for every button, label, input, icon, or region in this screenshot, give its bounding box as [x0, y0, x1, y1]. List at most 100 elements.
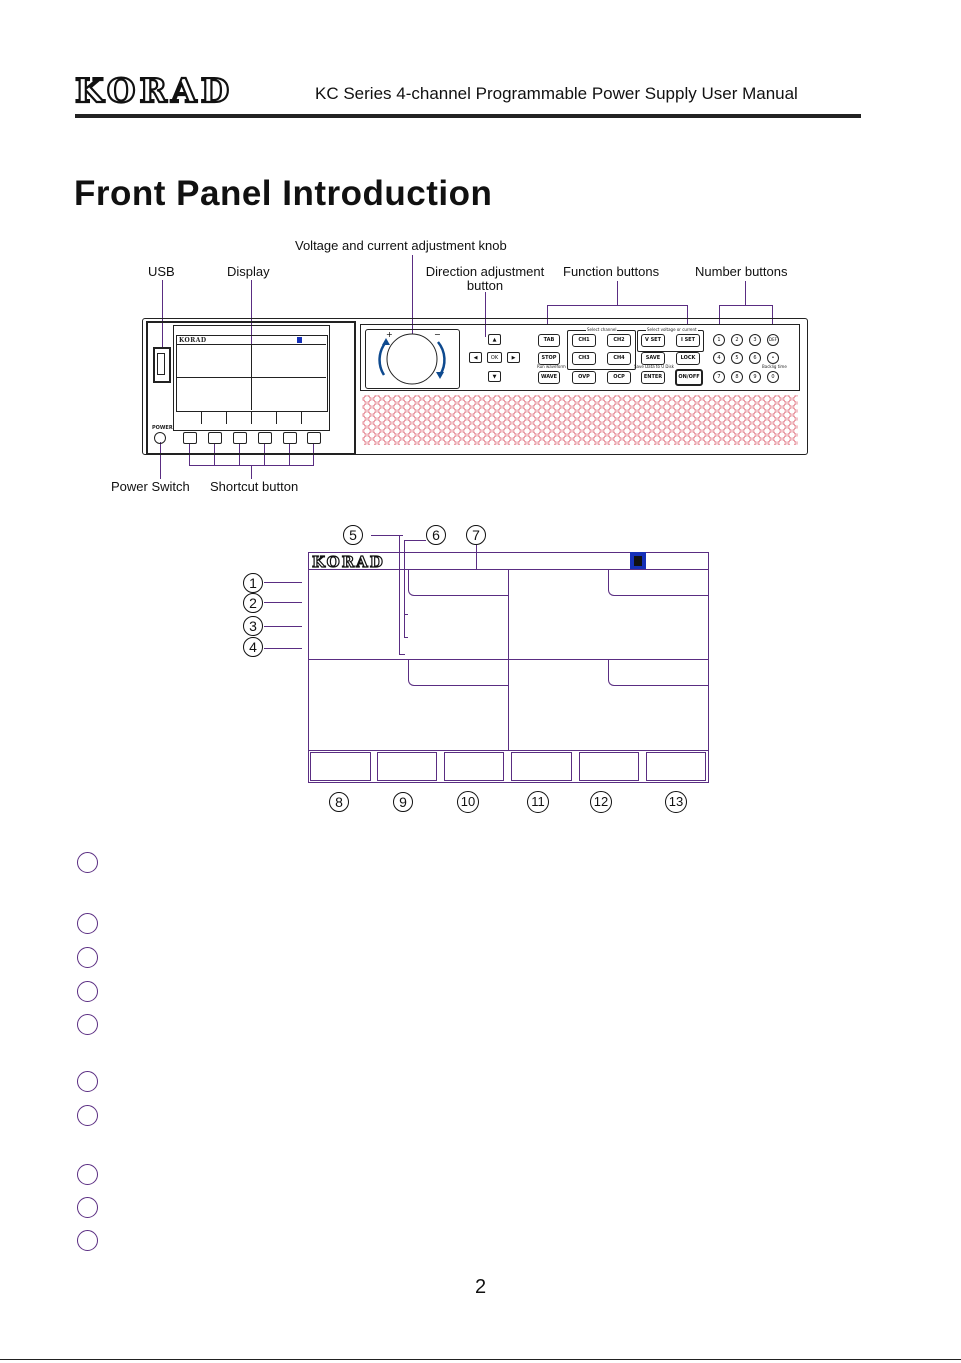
page-number: 2 [474, 1276, 487, 1298]
callout-direction: Direction adjustment button [418, 265, 552, 293]
decimal-button[interactable]: • [767, 352, 779, 364]
lock-button[interactable]: LOCK [676, 352, 700, 365]
softkey-2[interactable] [377, 752, 437, 781]
up-button[interactable]: ▲ [488, 334, 501, 345]
marker-6: 6 [426, 525, 446, 545]
marker-7: 7 [466, 525, 486, 545]
softkey-4[interactable] [511, 752, 572, 781]
callout-direction-line2: button [466, 278, 504, 293]
control-area [360, 324, 800, 391]
lcd-softkey-div-1 [201, 411, 202, 424]
down-button[interactable]: ▼ [488, 371, 501, 382]
front-panel [142, 318, 808, 455]
svg-text:+: + [386, 330, 393, 339]
marker-13: 13 [665, 791, 687, 813]
number-button-4[interactable]: 4 [713, 352, 725, 364]
def-button[interactable]: DEF [767, 334, 779, 346]
list-marker-4 [77, 981, 98, 1002]
lcd-center-rule [251, 344, 252, 410]
diagram-brand: KORAD [311, 552, 385, 571]
list-marker-7 [77, 1105, 98, 1126]
marker-8: 8 [329, 792, 349, 812]
ch2-button[interactable]: CH2 [607, 334, 631, 347]
marker-1: 1 [243, 573, 263, 593]
ch1-mode-tab [408, 570, 508, 596]
onoff-button[interactable]: ON/OFF [675, 369, 703, 386]
run-waveform-label: Run waveform [537, 364, 566, 369]
select-vi-label: Select voltage or current [646, 327, 698, 332]
ch3-button[interactable]: CH3 [572, 352, 596, 365]
ovp-button[interactable]: OVP [572, 371, 596, 384]
ch3-mode-tab [408, 660, 508, 686]
stop-button[interactable]: STOP [538, 352, 560, 365]
shortcut-button-4[interactable] [258, 432, 272, 444]
save-button[interactable]: SAVE [641, 352, 665, 365]
list-marker-8 [77, 1164, 98, 1185]
number-button-6[interactable]: 6 [749, 352, 761, 364]
list-marker-10 [77, 1230, 98, 1251]
ch4-button[interactable]: CH4 [607, 352, 631, 365]
vset-button[interactable]: V SET [641, 334, 665, 347]
list-marker-5 [77, 1014, 98, 1035]
right-button[interactable]: ▶ [507, 352, 520, 363]
function-leader-line [617, 281, 618, 305]
marker-9: 9 [393, 792, 413, 812]
marker-5-leader [371, 535, 403, 536]
function-bracket-left [547, 305, 548, 325]
marker-6-vertical [404, 540, 405, 638]
backlight-label: Backlig time [762, 364, 787, 369]
marker-3: 3 [243, 616, 263, 636]
callout-function: Function buttons [563, 264, 660, 279]
number-button-1[interactable]: 1 [713, 334, 725, 346]
callout-direction-line1: Direction adjustment [425, 264, 545, 279]
enter-button[interactable]: ENTER [641, 371, 665, 384]
number-bracket-left [719, 305, 720, 325]
lcd-bezel [173, 325, 330, 431]
iset-button[interactable]: I SET [676, 334, 700, 347]
adjust-knob[interactable]: + − [366, 330, 458, 388]
diagram-center-rule [508, 569, 509, 750]
callout-power-switch: Power Switch [111, 479, 190, 494]
marker-12: 12 [590, 791, 612, 813]
softkey-5[interactable] [579, 752, 639, 781]
callout-display: Display [227, 264, 270, 279]
ocp-button[interactable]: OCP [607, 371, 631, 384]
shortcut-button-3[interactable] [233, 432, 247, 444]
number-leader-line [745, 281, 746, 305]
marker-4-leader [264, 648, 302, 649]
number-button-8[interactable]: 8 [731, 371, 743, 383]
korad-logo: KORAD [74, 71, 234, 110]
number-button-7[interactable]: 7 [713, 371, 725, 383]
shortcut-leader-line [251, 465, 252, 479]
number-button-5[interactable]: 5 [731, 352, 743, 364]
power-switch[interactable] [154, 432, 166, 444]
number-button-0[interactable]: 0 [767, 371, 779, 383]
page-bottom-edge [0, 1359, 961, 1360]
marker-6-leader [404, 540, 426, 541]
shortcut-button-1[interactable] [183, 432, 197, 444]
shortcut-button-5[interactable] [283, 432, 297, 444]
softkey-3[interactable] [444, 752, 504, 781]
number-bracket [719, 305, 773, 306]
softkey-6[interactable] [646, 752, 706, 781]
left-button[interactable]: ◀ [469, 352, 482, 363]
ok-button[interactable]: OK [487, 352, 502, 363]
marker-2-leader [264, 602, 302, 603]
diagram-softkey-rule [308, 750, 708, 751]
ventilation-grille [362, 395, 798, 445]
ch1-button[interactable]: CH1 [572, 334, 596, 347]
callout-usb: USB [148, 264, 175, 279]
wave-button[interactable]: WAVE [538, 371, 560, 384]
list-marker-9 [77, 1197, 98, 1218]
shortcut-button-2[interactable] [208, 432, 222, 444]
softkey-1[interactable] [310, 752, 371, 781]
marker-4: 4 [243, 637, 263, 657]
marker-6-tick-a [404, 614, 408, 615]
shortcut-button-6[interactable] [307, 432, 321, 444]
number-button-3[interactable]: 3 [749, 334, 761, 346]
number-button-2[interactable]: 2 [731, 334, 743, 346]
manual-title: KC Series 4-channel Programmable Power S… [315, 84, 798, 103]
number-button-9[interactable]: 9 [749, 371, 761, 383]
tab-button[interactable]: TAB [538, 334, 560, 347]
